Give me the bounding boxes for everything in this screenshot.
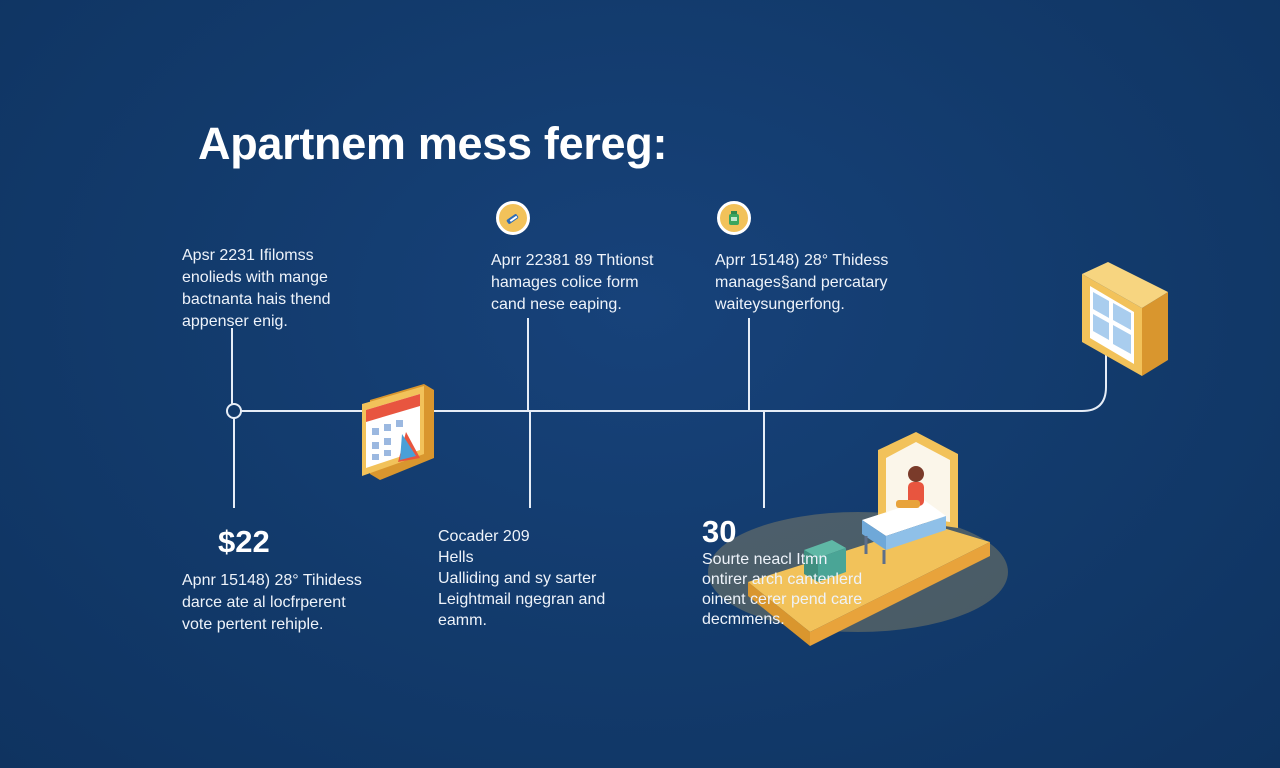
top-event-2-line-1: Aprr 22381 89 Thtionst bbox=[491, 252, 654, 269]
bottom-event-2-line-3: Ualliding and sy sarter bbox=[438, 570, 597, 587]
calendar-icon bbox=[362, 384, 434, 480]
top-event-3-line-2: manages§and percatary bbox=[715, 274, 888, 291]
bottom-event-3-line-3: oinent cerer pend care bbox=[702, 591, 863, 608]
bottom-event-3-line-2: ontirer arch cantenlerd bbox=[702, 571, 863, 588]
bottom-event-2-line-4: Leightmail ngegran and bbox=[438, 591, 606, 608]
bottom-event-1-line-3: vote pertent rehiple. bbox=[182, 616, 324, 633]
paperclip-badge-icon bbox=[506, 214, 519, 224]
bottom-event-2-line-1: Cocader 209 bbox=[438, 528, 530, 545]
top-event-2: Aprr 22381 89 Thtionst hamages colice fo… bbox=[491, 250, 653, 316]
top-event-2-line-3: cand nese eaping. bbox=[491, 296, 622, 313]
timeline-main-line bbox=[234, 345, 1107, 412]
bottom-event-2-line-5: eamm. bbox=[438, 612, 487, 629]
bottom-event-3-stat: 30 bbox=[702, 514, 737, 549]
bottom-event-1: Apnr 15148) 28° Tihidess darce ate al lo… bbox=[182, 570, 362, 636]
bottom-event-3-line-1: Sourte neacl Itmn bbox=[702, 551, 828, 568]
top-event-2-line-2: hamages colice form bbox=[491, 274, 639, 291]
bottom-event-3-line-4: decmmens. bbox=[702, 611, 785, 628]
bottom-event-1-line-2: darce ate al locfrperent bbox=[182, 594, 346, 611]
page-title: Apartnem mess fereg: bbox=[198, 118, 668, 169]
top-event-3: Aprr 15148) 28° Thidess manages§and perc… bbox=[715, 250, 888, 316]
bedroom-illustration-icon bbox=[708, 432, 1008, 646]
timeline-start-node bbox=[226, 403, 242, 419]
top-event-1-line-2: enolieds with mange bbox=[182, 269, 328, 286]
bottom-event-1-stat: $22 bbox=[218, 524, 270, 559]
badge-icon-right bbox=[717, 201, 751, 235]
bottom-event-3: Sourte neacl Itmn ontirer arch cantenler… bbox=[702, 550, 862, 630]
top-event-1-line-4: appenser enig. bbox=[182, 313, 288, 330]
bottle-badge-icon bbox=[729, 211, 739, 225]
bottom-event-1-line-1: Apnr 15148) 28° Tihidess bbox=[182, 572, 362, 589]
top-event-1: Apsr 2231 Ifilomss enolieds with mange b… bbox=[182, 245, 331, 333]
window-icon bbox=[1082, 262, 1168, 376]
top-event-1-line-1: Apsr 2231 Ifilomss bbox=[182, 247, 314, 264]
top-event-3-line-1: Aprr 15148) 28° Thidess bbox=[715, 252, 889, 269]
bottom-event-2: Cocader 209 Hells Ualliding and sy sarte… bbox=[438, 526, 605, 631]
bottom-event-2-line-2: Hells bbox=[438, 549, 474, 566]
top-event-3-line-3: waiteysungerfong. bbox=[715, 296, 845, 313]
top-event-1-line-3: bactnanta hais thend bbox=[182, 291, 331, 308]
badge-icon-left bbox=[496, 201, 530, 235]
